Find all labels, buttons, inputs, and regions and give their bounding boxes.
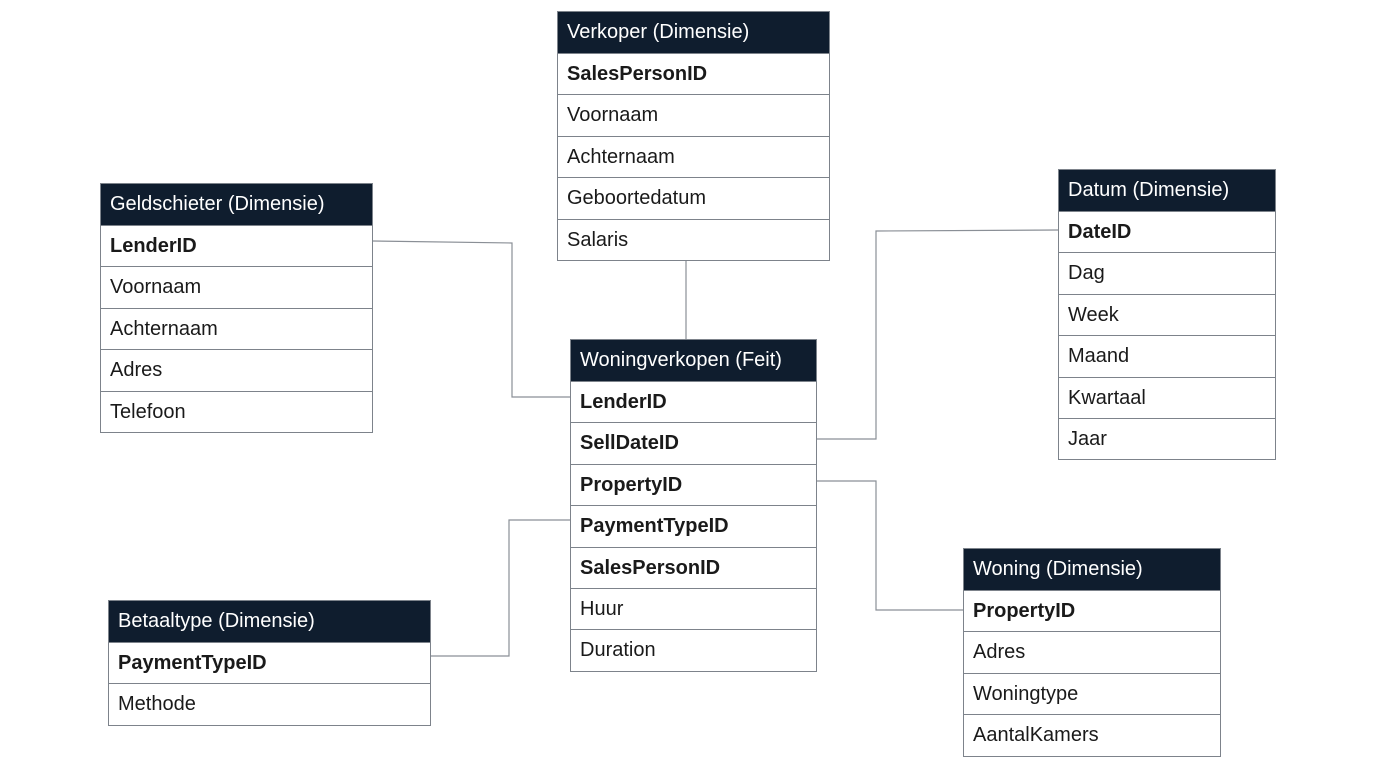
field-adres: Adres [101, 349, 372, 390]
entity-title: Betaaltype (Dimensie) [109, 601, 430, 642]
field-propertyid: PropertyID [571, 463, 816, 505]
field-adres: Adres [964, 631, 1220, 672]
field-week: Week [1059, 293, 1275, 335]
entity-geldschieter: Geldschieter (Dimensie) LenderID Voornaa… [100, 183, 373, 433]
field-telefoon: Telefoon [101, 390, 372, 432]
entity-title: Woningverkopen (Feit) [571, 340, 816, 381]
field-selldateid: SellDateID [571, 422, 816, 463]
entity-title: Geldschieter (Dimensie) [101, 184, 372, 225]
field-dateid: DateID [1059, 211, 1275, 252]
field-lenderid: LenderID [571, 381, 816, 422]
field-geboortedatum: Geboortedatum [558, 177, 829, 218]
field-maand: Maand [1059, 335, 1275, 376]
field-voornaam: Voornaam [101, 266, 372, 307]
field-duration: Duration [571, 629, 816, 670]
field-achternaam: Achternaam [558, 135, 829, 177]
field-achternaam: Achternaam [101, 307, 372, 349]
entity-woningverkopen: Woningverkopen (Feit) LenderID SellDateI… [570, 339, 817, 672]
field-kwartaal: Kwartaal [1059, 376, 1275, 418]
field-salespersonid: SalesPersonID [571, 546, 816, 588]
field-dag: Dag [1059, 252, 1275, 293]
field-woningtype: Woningtype [964, 672, 1220, 714]
field-aantalkamers: AantalKamers [964, 714, 1220, 755]
field-jaar: Jaar [1059, 417, 1275, 459]
field-propertyid: PropertyID [964, 590, 1220, 631]
connector-datum-feit [817, 229, 1059, 440]
entity-datum: Datum (Dimensie) DateID Dag Week Maand K… [1058, 169, 1276, 461]
entity-verkoper: Verkoper (Dimensie) SalesPersonID Voorna… [557, 11, 830, 261]
field-paymenttypeid: PaymentTypeID [571, 505, 816, 546]
connector-betaaltype-feit [431, 519, 570, 657]
field-voornaam: Voornaam [558, 94, 829, 135]
entity-woning: Woning (Dimensie) PropertyID Adres Wonin… [963, 548, 1221, 757]
entity-title: Datum (Dimensie) [1059, 170, 1275, 211]
field-lenderid: LenderID [101, 225, 372, 266]
field-huur: Huur [571, 587, 816, 629]
entity-title: Woning (Dimensie) [964, 549, 1220, 590]
field-methode: Methode [109, 683, 430, 724]
entity-title: Verkoper (Dimensie) [558, 12, 829, 53]
connector-geldschieter-feit [372, 240, 570, 398]
entity-betaaltype: Betaaltype (Dimensie) PaymentTypeID Meth… [108, 600, 431, 726]
field-salespersonid: SalesPersonID [558, 53, 829, 94]
field-paymenttypeid: PaymentTypeID [109, 642, 430, 683]
field-salaris: Salaris [558, 218, 829, 260]
connector-woning-feit [817, 480, 963, 611]
